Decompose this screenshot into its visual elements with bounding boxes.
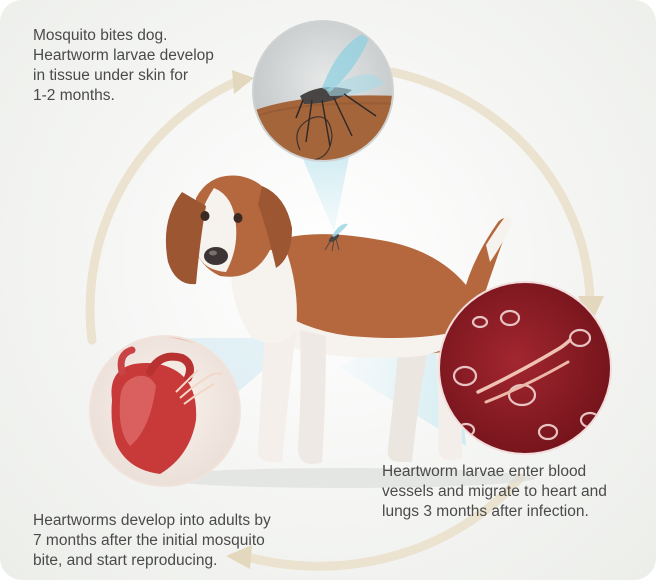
caption-mosquito-bite: Mosquito bites dog. Heartworm larvae dev… — [33, 26, 263, 106]
caption-larvae-migrate: Heartworm larvae enter blood vessels and… — [382, 462, 642, 522]
caption-adults-develop: Heartworms develop into adults by 7 mont… — [33, 511, 333, 571]
beam-mosquito — [300, 152, 350, 232]
mosquito-bite-circle — [250, 20, 400, 170]
